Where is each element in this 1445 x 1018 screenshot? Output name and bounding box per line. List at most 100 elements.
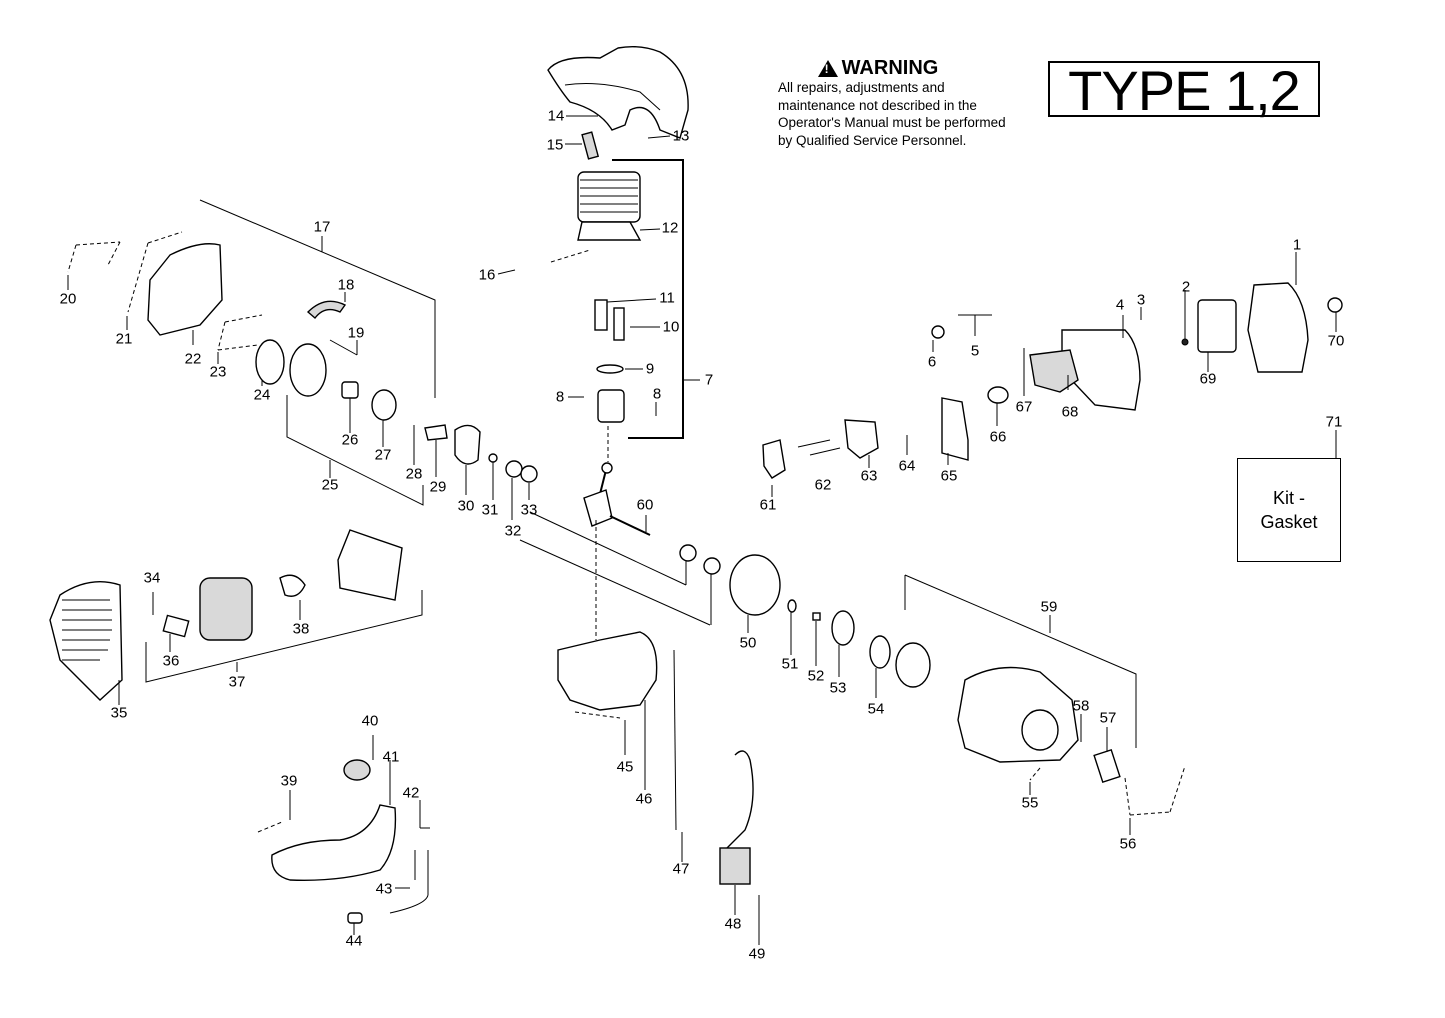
part-label[interactable]: 5	[970, 342, 980, 360]
part-label[interactable]: 45	[616, 758, 634, 776]
part-label[interactable]: 59	[1040, 598, 1058, 616]
part-label[interactable]: 71	[1325, 413, 1343, 431]
part-label[interactable]: 46	[635, 790, 653, 808]
part-label[interactable]: 56	[1119, 835, 1137, 853]
muffler-assembly-bracket	[145, 590, 423, 683]
part-label[interactable]: 8	[555, 388, 565, 406]
part-label[interactable]: 40	[361, 712, 379, 730]
muffler-cover-shape	[49, 580, 123, 701]
part-label[interactable]: 30	[457, 497, 475, 515]
piston-shape	[597, 389, 625, 423]
part-label[interactable]: 47	[672, 860, 690, 878]
part-label[interactable]: 25	[321, 476, 339, 494]
part-label[interactable]: 13	[672, 127, 690, 145]
part-label[interactable]: 60	[636, 496, 654, 514]
crankcase-shape	[557, 631, 658, 711]
part-label[interactable]: 8	[652, 385, 662, 403]
part-label[interactable]: 24	[253, 386, 271, 404]
part-label[interactable]: 62	[814, 476, 832, 494]
part-label[interactable]: 41	[382, 748, 400, 766]
part-label[interactable]: 37	[228, 673, 246, 691]
part-label[interactable]: 48	[724, 915, 742, 933]
part-label[interactable]: 58	[1072, 697, 1090, 715]
part-label[interactable]: 1	[1292, 236, 1302, 254]
starter-assembly-bracket	[199, 199, 436, 398]
part-label[interactable]: 19	[347, 324, 365, 342]
pulley-shape	[289, 343, 327, 397]
part-label[interactable]: 51	[781, 655, 799, 673]
crankshaft-shape	[583, 462, 651, 536]
warning-text: All repairs, adjustments and maintenance…	[778, 80, 1006, 148]
part-label[interactable]: 12	[661, 219, 679, 237]
ignition-module-lead-shape	[724, 750, 754, 851]
part-label[interactable]: 64	[898, 457, 916, 475]
part-label[interactable]: 67	[1015, 398, 1033, 416]
clutch-housing-bracket	[904, 574, 1137, 748]
part-label[interactable]: 31	[481, 501, 499, 519]
part-label[interactable]: 38	[292, 620, 310, 638]
part-label[interactable]: 11	[659, 289, 675, 307]
part-label[interactable]: 55	[1021, 794, 1039, 812]
cylinder-kit-bracket	[612, 159, 684, 439]
part-label[interactable]: 2	[1181, 278, 1191, 296]
part-label[interactable]: 21	[115, 330, 133, 348]
part-label[interactable]: 34	[143, 569, 161, 587]
part-label[interactable]: 44	[345, 932, 363, 950]
part-label[interactable]: 70	[1327, 332, 1345, 350]
part-label[interactable]: 50	[739, 634, 757, 652]
starter-handle-shape	[306, 300, 347, 320]
rewind-spring-shape	[255, 339, 285, 385]
part-label[interactable]: 36	[162, 652, 180, 670]
part-label[interactable]: 32	[504, 522, 522, 540]
spark-plug-shape	[581, 131, 600, 160]
fuel-cap-shape	[343, 759, 371, 781]
part-label[interactable]: 63	[860, 467, 878, 485]
cylinder-cover-shape	[547, 45, 689, 139]
part-label[interactable]: 49	[748, 945, 766, 963]
part-label[interactable]: 3	[1136, 291, 1146, 309]
crankcase-half-shape	[454, 424, 481, 465]
part-label[interactable]: 39	[280, 772, 298, 790]
part-label[interactable]: 69	[1199, 370, 1217, 388]
heat-shield-shape	[337, 529, 403, 601]
part-label[interactable]: 52	[807, 667, 825, 685]
warning-triangle-icon	[817, 59, 838, 77]
part-label[interactable]: 15	[546, 136, 564, 154]
warning-notice: WARNING All repairs, adjustments and mai…	[778, 58, 1018, 149]
part-label[interactable]: 18	[337, 276, 355, 294]
part-label[interactable]: 27	[374, 446, 392, 464]
part-label[interactable]: 42	[402, 784, 420, 802]
part-label[interactable]: 61	[759, 496, 777, 514]
part-label[interactable]: 35	[110, 704, 128, 722]
part-label[interactable]: 22	[184, 350, 202, 368]
adapter-shape	[844, 419, 879, 459]
part-label[interactable]: 29	[429, 478, 447, 496]
part-label[interactable]: 57	[1099, 709, 1117, 727]
part-label[interactable]: 28	[405, 465, 423, 483]
warning-title: WARNING	[841, 57, 939, 79]
part-label[interactable]: 4	[1115, 296, 1125, 314]
part-label[interactable]: 7	[704, 371, 714, 389]
part-label[interactable]: 23	[209, 363, 227, 381]
part-label[interactable]: 66	[989, 428, 1007, 446]
gasket-kit-box: Kit - Gasket	[1237, 458, 1341, 562]
part-label[interactable]: 9	[645, 360, 655, 378]
part-label[interactable]: 53	[829, 679, 847, 697]
type-label: TYPE 1,2	[1048, 61, 1320, 119]
part-label[interactable]: 6	[927, 353, 937, 371]
air-filter-shape	[1197, 299, 1237, 353]
part-label[interactable]: 14	[547, 107, 565, 125]
part-label[interactable]: 68	[1061, 403, 1079, 421]
pulley-assembly-bracket	[286, 395, 424, 506]
part-label[interactable]: 17	[313, 218, 331, 236]
part-label[interactable]: 54	[867, 700, 885, 718]
part-label[interactable]: 43	[375, 880, 393, 898]
part-label[interactable]: 26	[341, 431, 359, 449]
part-label[interactable]: 65	[940, 467, 958, 485]
part-label[interactable]: 33	[520, 501, 538, 519]
part-label[interactable]: 16	[478, 266, 496, 284]
part-label[interactable]: 10	[662, 318, 680, 336]
part-label[interactable]: 20	[59, 290, 77, 308]
